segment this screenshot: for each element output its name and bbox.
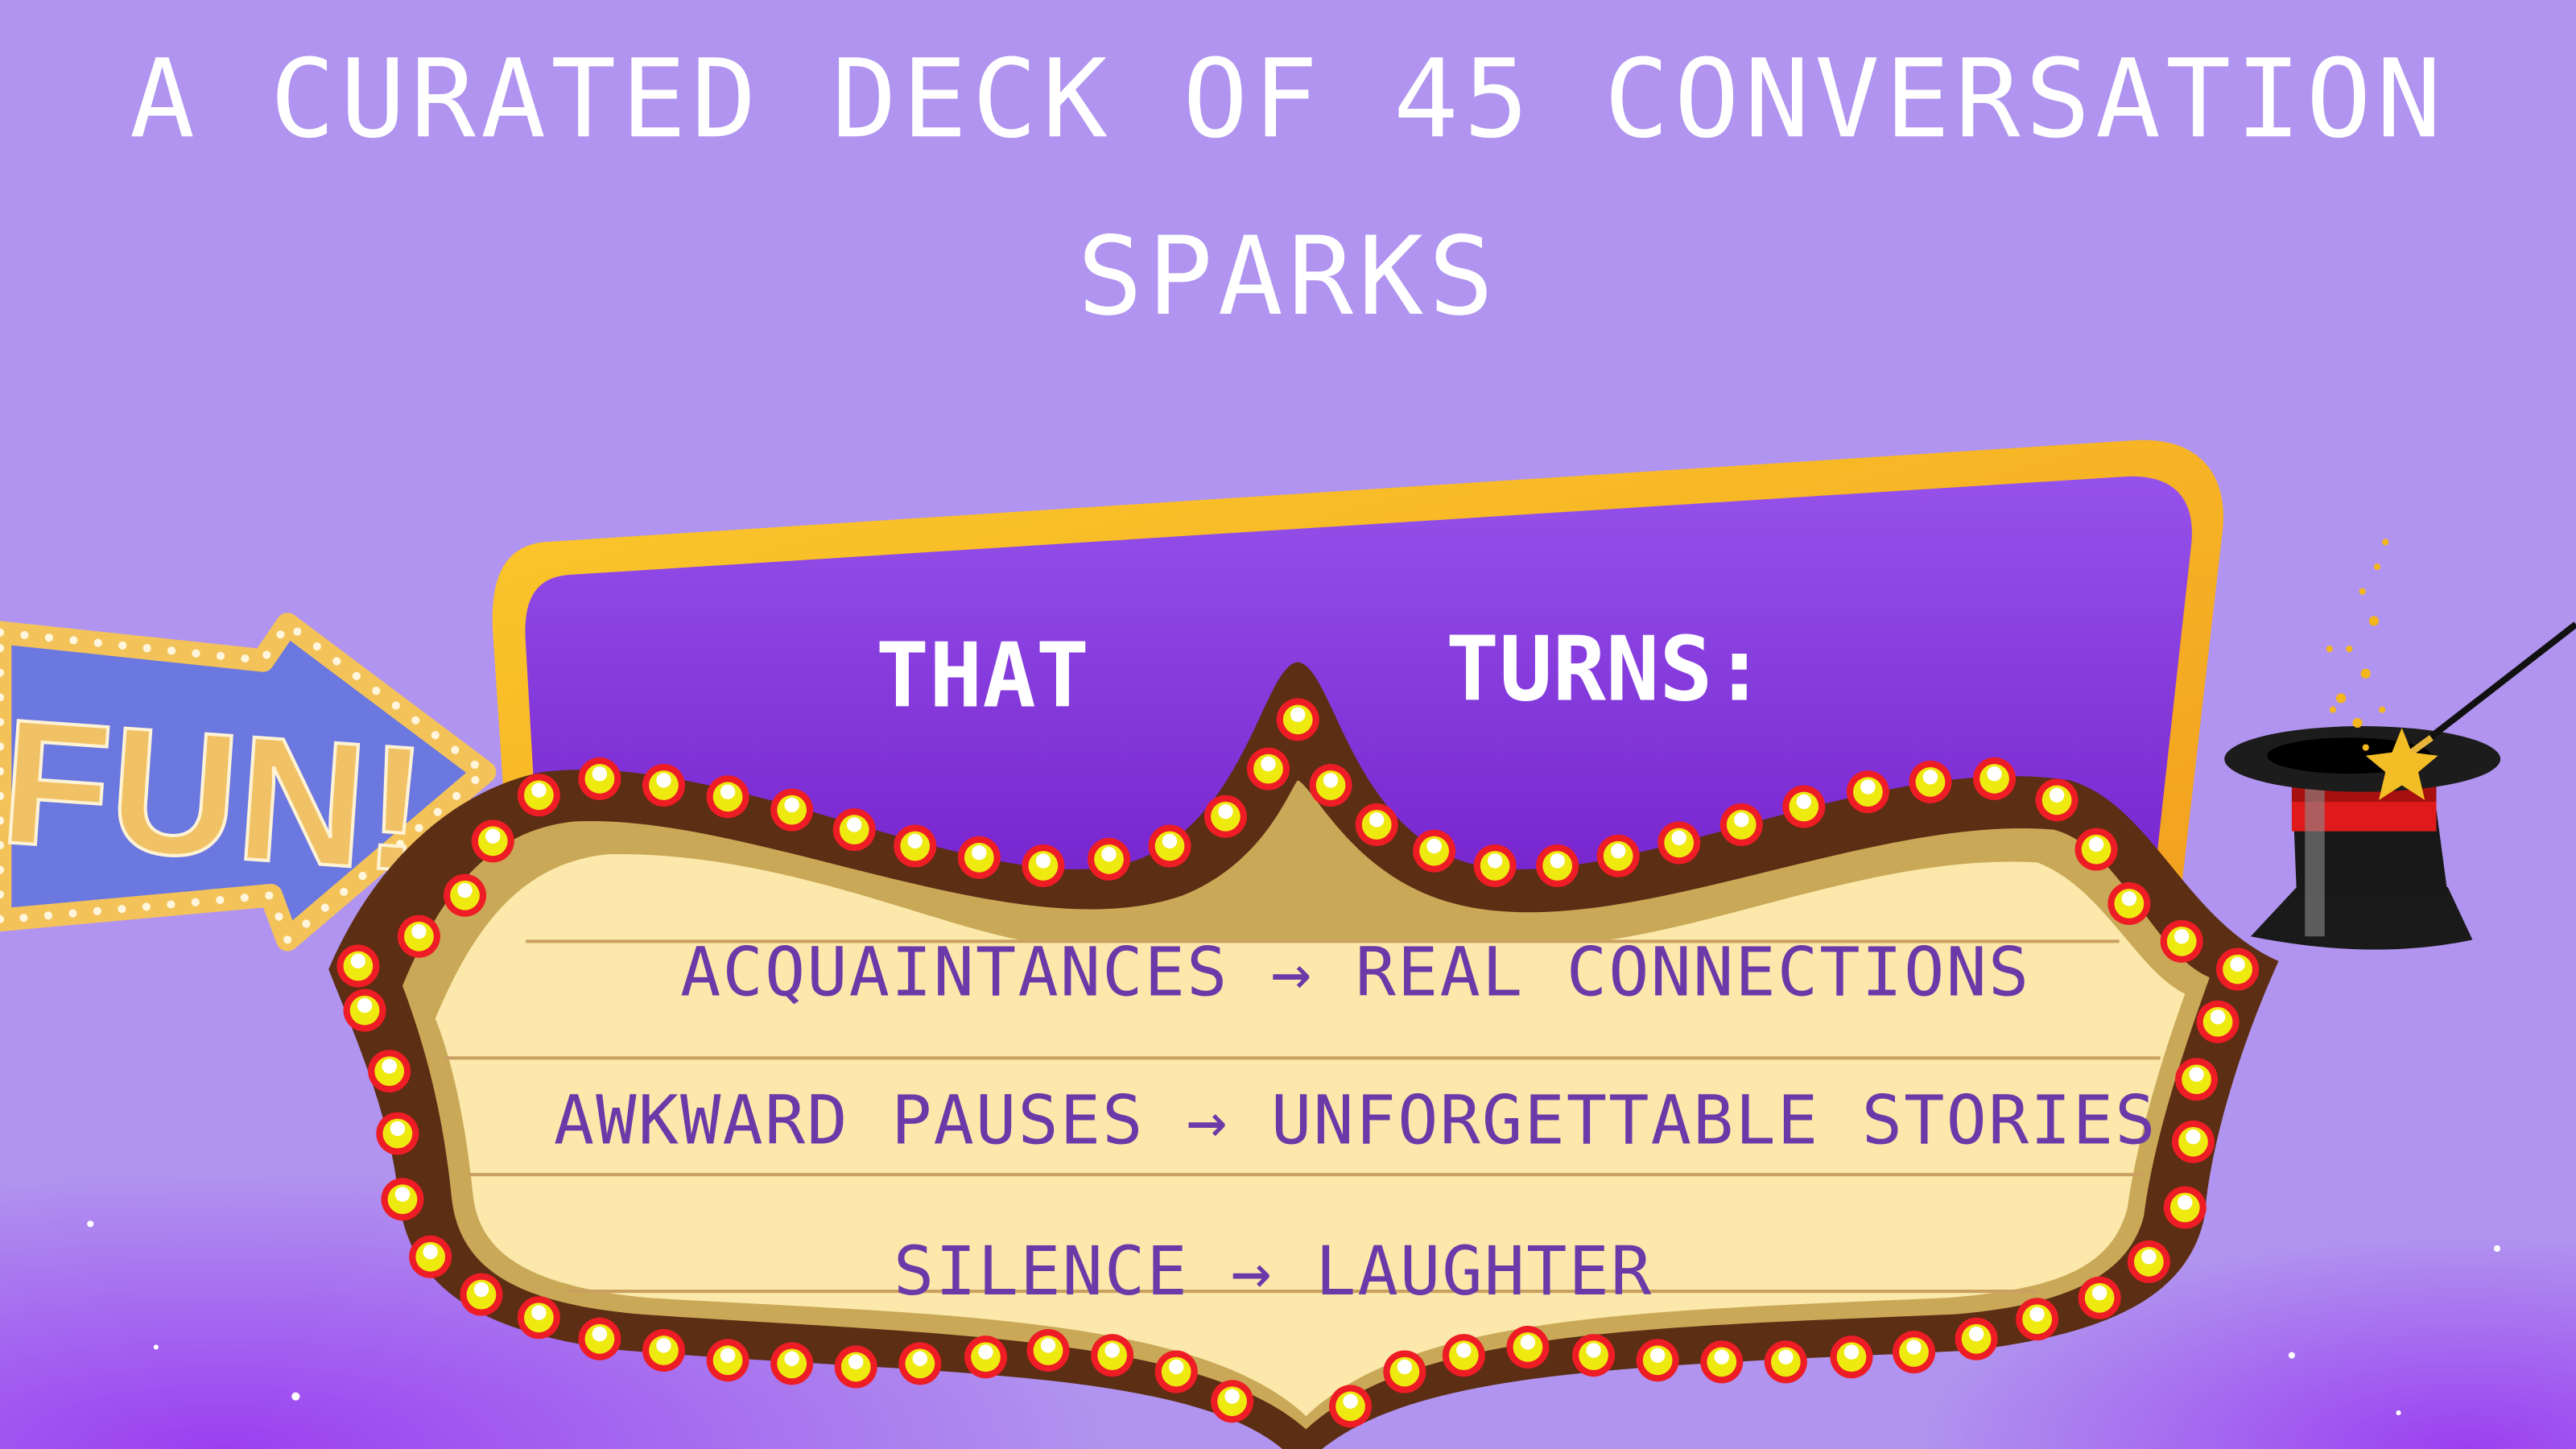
bulb [1764,1340,1807,1384]
bulb [1536,844,1579,888]
marquee-line-2: AWKWARD PAUSES → UNFORGETTABLE STORIES [553,1080,2157,1160]
marquee-board [328,662,2279,1449]
bulb [1596,834,1640,877]
bulb [381,1178,424,1221]
bulb [1355,803,1398,847]
marquee-rules [444,939,2161,1294]
bulb [1572,1334,1616,1377]
bulb [517,774,560,817]
bulb [1909,760,1952,803]
bulb [2078,1276,2121,1319]
bulb [1955,1317,1998,1360]
bulb [770,788,814,832]
bulb [2035,778,2079,822]
bulb [894,824,937,868]
bulb [964,1335,1008,1379]
bulb [1276,698,1319,741]
bulb [517,1296,560,1340]
bulb [706,1339,749,1382]
sign-word-that: THAT [875,624,1090,729]
marquee-line-1: ACQUAINTANCES → REAL CONNECTIONS [679,933,2031,1013]
bulb [1026,1329,1070,1373]
bulb [444,873,487,917]
bulb [1022,844,1065,888]
bulb [2107,881,2151,925]
bulb [1309,763,1352,807]
bulb [898,1342,942,1385]
bulb [1413,829,1456,873]
bulb [578,1317,621,1360]
bulb [1719,803,1763,847]
bulb [1893,1331,1936,1374]
bulb [1830,1335,1873,1379]
bulb [2163,1186,2207,1229]
bulb [2016,1298,2059,1341]
bulb [1329,1385,1373,1428]
bulb [1154,1350,1198,1393]
bulb [1442,1334,1485,1377]
bulb [2171,1120,2215,1163]
bulb [706,775,749,819]
bulb [1973,757,2017,800]
bulb [1148,824,1191,868]
bulb [2127,1240,2170,1283]
sign-word-turns: TURNS: [1445,617,1767,721]
bulb [642,1329,686,1373]
bulb [1506,1325,1550,1368]
bulb [343,989,386,1032]
bulb [642,763,686,807]
bulb [1846,770,1889,814]
bulb [1203,795,1247,838]
bulb [1473,844,1517,888]
bulb [578,757,621,800]
marquee-bulbs [336,698,2260,1428]
bulb [2160,919,2203,963]
bulb [1636,1339,1679,1382]
bulb [397,914,440,958]
bulb [1211,1380,1254,1423]
page-title-line-1: A CURATED DECK OF 45 CONVERSATION [129,35,2447,163]
bulb [1782,785,1826,828]
magic-hat-icon [2224,539,2576,950]
bulb [460,1273,503,1316]
bulb [409,1235,452,1278]
bulb [1088,837,1131,881]
star-icon [2365,728,2438,800]
fun-arrow-label: FUN! [0,681,432,909]
bulb [770,1342,814,1385]
bulb [336,944,380,988]
bulb [957,836,1001,879]
bulb [1246,747,1290,791]
bulb [471,819,514,863]
bulb [2216,947,2260,991]
sparkles [87,1220,2501,1416]
bulb [832,808,876,852]
bulb [1383,1350,1426,1393]
bulb [834,1345,877,1389]
bulb [1657,821,1701,865]
page-title-line-2: SPARKS [1077,213,1499,341]
bulb [1091,1334,1134,1377]
bulb [368,1050,411,1093]
fun-arrow-sign: FUN! [0,613,497,952]
bulb [2175,1058,2219,1101]
bulb [1700,1340,1744,1384]
bulb [376,1112,419,1155]
bulb [2074,828,2118,871]
marquee-line-3: SILENCE → LAUGHTER [893,1232,1653,1311]
bulb [2196,1000,2240,1043]
